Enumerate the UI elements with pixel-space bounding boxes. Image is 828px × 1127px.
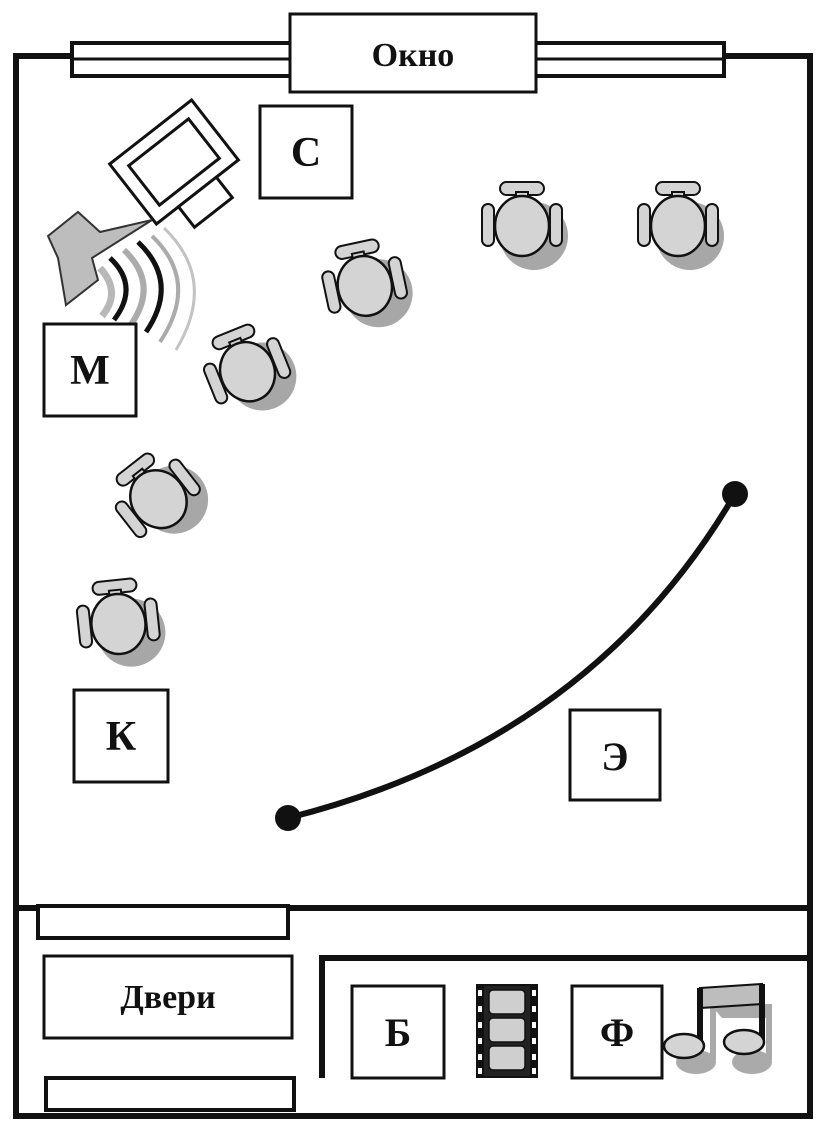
screen-arc [287,492,738,821]
window-label-box [288,12,538,94]
bench-top [36,904,290,940]
window-label: Окно [372,37,455,74]
bench-bottom [44,1076,296,1112]
screen-arc-end-right [722,481,748,507]
chair-5 [98,434,224,560]
box-f-label: Ф [600,1010,634,1055]
doors-box [42,954,294,1040]
box-k-label: К [106,714,137,760]
box-f [570,984,664,1080]
box-b [350,984,446,1080]
camera-icon [107,97,241,230]
box-e-label: Э [601,734,628,779]
chair-6 [72,574,171,674]
film-strip-icon [476,984,538,1078]
booth-wall [319,955,808,1078]
box-m-label: М [70,348,110,394]
box-e [568,708,662,802]
box-s [258,104,354,200]
music-notes-icon [662,982,772,1074]
chair-2 [636,180,726,272]
chair-1 [480,180,570,272]
box-m [42,322,138,418]
doors-label: Двери [120,979,215,1016]
screen-arc-end-left [275,805,301,831]
box-s-label: С [291,130,321,176]
box-k [72,688,170,784]
microphone-icon [46,210,196,351]
box-b-label: Б [385,1010,411,1055]
chair-3 [315,232,421,339]
chair-4 [192,312,308,429]
